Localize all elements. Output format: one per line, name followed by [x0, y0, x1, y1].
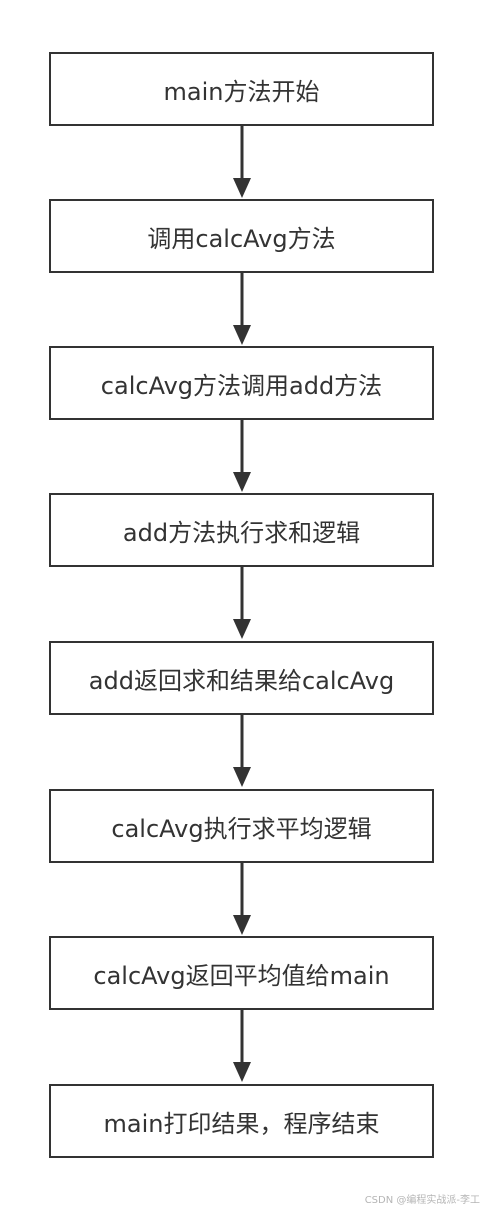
arrow-6	[233, 863, 251, 935]
step-add-returns-sum: add返回求和结果给calcAvg	[49, 641, 434, 715]
step-main-print-end: main打印结果，程序结束	[49, 1084, 434, 1158]
arrow-5	[233, 715, 251, 787]
arrow-3	[233, 420, 251, 492]
step-main-start: main方法开始	[49, 52, 434, 126]
arrow-2	[233, 273, 251, 345]
arrow-7	[233, 1010, 251, 1082]
step-call-calcavg: 调用calcAvg方法	[49, 199, 434, 273]
arrow-4	[233, 567, 251, 639]
watermark: CSDN @编程实战派-李工	[364, 1195, 480, 1206]
arrow-1	[233, 126, 251, 198]
step-calcavg-calls-add: calcAvg方法调用add方法	[49, 346, 434, 420]
step-calcavg-average-logic: calcAvg执行求平均逻辑	[49, 789, 434, 863]
step-add-sum-logic: add方法执行求和逻辑	[49, 493, 434, 567]
step-calcavg-returns-average: calcAvg返回平均值给main	[49, 936, 434, 1010]
